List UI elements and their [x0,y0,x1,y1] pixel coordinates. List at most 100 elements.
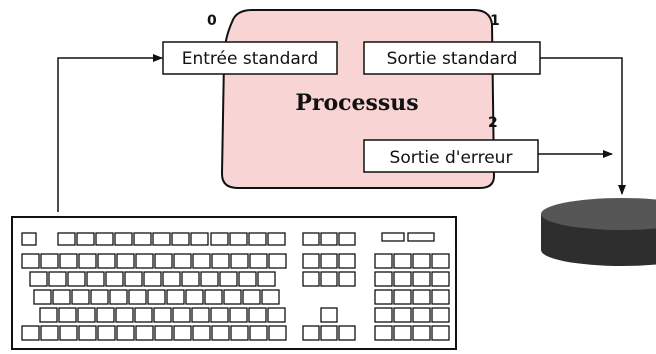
keyboard-key [204,289,223,305]
keyboard-key [109,289,128,305]
stdout-box [363,41,541,75]
keyboard-key [162,271,181,287]
keyboard-key [412,289,431,305]
keyboard-key [48,271,67,287]
keyboard-key [229,232,248,246]
keyboard-key [115,307,134,323]
keyboard-key [105,271,124,287]
keyboard-key [21,325,40,341]
keyboard-key [21,253,40,269]
keyboard-key [135,253,154,269]
keyboard-key [374,253,393,269]
stdin-box [162,41,338,75]
stdin-label: Entrée standard [182,49,319,69]
keyboard-key [71,289,90,305]
keyboard-key [172,307,191,323]
keyboard-key [374,325,393,341]
keyboard-key [67,271,86,287]
stderr-label: Sortie d'erreur [390,148,513,168]
keyboard-key [230,325,249,341]
keyboard-key [154,325,173,341]
keyboard-key [181,271,200,287]
keyboard-key [192,253,211,269]
keyboard-key [78,325,97,341]
keyboard-key [223,289,242,305]
keyboard-key [173,253,192,269]
keyboard-key [374,271,393,287]
keyboard-key [249,325,268,341]
keyboard-key [393,271,412,287]
keyboard-key [95,232,114,246]
keyboard-key [52,289,71,305]
fd-0-label: 0 [207,13,217,29]
keyboard-key [431,325,450,341]
keyboard-key [412,307,431,323]
keyboard-key [242,289,261,305]
process-label: Processus [295,90,418,116]
keyboard-key [302,232,320,246]
keyboard-key [412,271,431,287]
keyboard-key [147,289,166,305]
keyboard-key [320,325,338,341]
keyboard-key [200,271,219,287]
keyboard-key [412,325,431,341]
keyboard-key [40,325,59,341]
keyboard-key [114,232,133,246]
keyboard-key [219,271,238,287]
keyboard-key [154,253,173,269]
keyboard-key [267,232,286,246]
keyboard-key [90,289,109,305]
keyboard-key [230,253,249,269]
keyboard-key [33,289,52,305]
keyboard-key [116,325,135,341]
keyboard-key [381,232,405,242]
keyboard-key [191,307,210,323]
keyboard-key [412,253,431,269]
keyboard-key [257,271,276,287]
keyboard-key [338,232,356,246]
keyboard-key [431,289,450,305]
keyboard-key [77,307,96,323]
disk-icon [541,198,656,266]
keyboard-key [407,232,435,242]
keyboard-key [320,232,338,246]
keyboard-key [39,307,58,323]
keyboard-key [153,307,172,323]
keyboard-key [76,232,95,246]
keyboard-key [229,307,248,323]
keyboard-key [320,307,338,323]
keyboard-key [86,271,105,287]
keyboard-key [211,325,230,341]
keyboard-key [173,325,192,341]
fd-2-label: 2 [488,115,498,131]
keyboard-key [393,289,412,305]
keyboard-key [320,253,338,269]
keyboard-key [29,271,48,287]
keyboard-key [302,325,320,341]
keyboard-key [211,253,230,269]
keyboard-key [393,325,412,341]
keyboard-key [338,271,356,287]
keyboard-key [431,271,450,287]
keyboard-key [135,325,154,341]
keyboard-key [238,271,257,287]
keyboard-key [267,307,286,323]
keyboard-key [96,307,115,323]
keyboard-key [166,289,185,305]
fd-1-label: 1 [490,13,500,29]
keyboard-key [133,232,152,246]
keyboard-key [190,232,209,246]
keyboard-key [78,253,97,269]
stdout-label: Sortie standard [387,49,518,69]
keyboard-key [116,253,135,269]
keyboard-key [143,271,162,287]
keyboard-key [268,253,287,269]
keyboard-key [59,253,78,269]
keyboard-key [192,325,211,341]
keyboard-key [21,232,37,246]
stdin-arrow [57,54,163,212]
stdout-arrow [540,57,626,195]
keyboard-key [40,253,59,269]
keyboard-key [431,253,450,269]
keyboard-key [59,325,78,341]
